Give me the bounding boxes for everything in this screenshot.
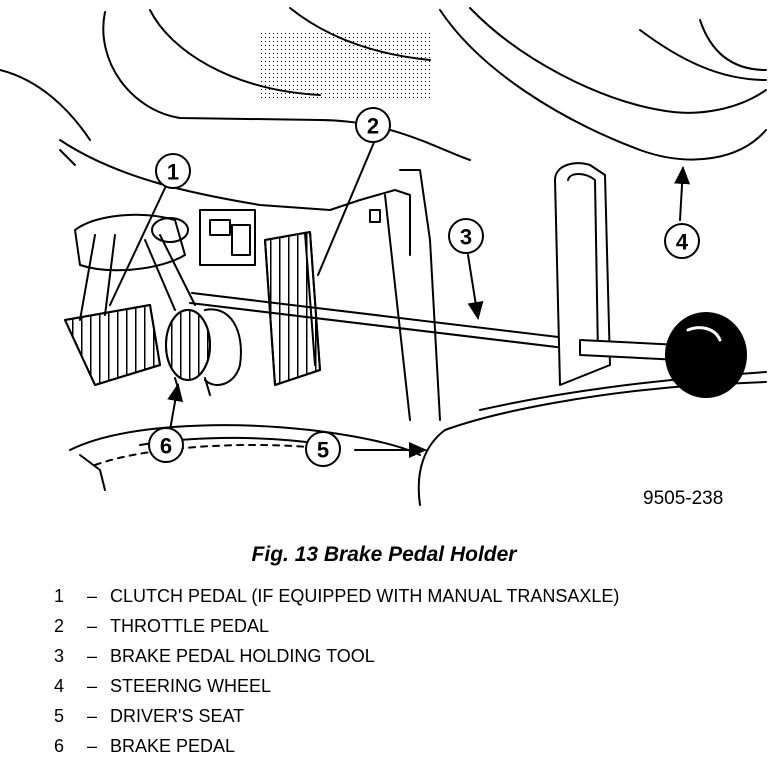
callout-1: 1 [167, 160, 179, 185]
legend-text: THROTTLE PEDAL [110, 616, 270, 636]
legend-text: BRAKE PEDAL HOLDING TOOL [110, 646, 375, 666]
legend-list: 1 – CLUTCH PEDAL (IF EQUIPPED WITH MANUA… [54, 581, 619, 761]
legend-number: 2 [54, 616, 65, 636]
legend-text: CLUTCH PEDAL (IF EQUIPPED WITH MANUAL TR… [110, 586, 620, 606]
brake-pedal-holding-tool [189, 162, 747, 398]
leader-lines [109, 139, 691, 458]
callout-2: 2 [367, 114, 379, 139]
figure-caption: Fig. 13 Brake Pedal Holder [251, 543, 517, 566]
brake-pedal-holder-illustration: 1 2 3 4 5 6 [0, 7, 767, 506]
callout-3: 3 [460, 225, 472, 250]
callout-4: 4 [676, 230, 689, 255]
legend-item: 6 – BRAKE PEDAL [54, 731, 619, 761]
legend-number: 3 [54, 646, 65, 666]
legend-number: 6 [54, 736, 65, 756]
legend-dash: – [86, 646, 97, 666]
legend-text: BRAKE PEDAL [110, 736, 236, 756]
legend-dash: – [86, 616, 97, 636]
legend-text: DRIVER'S SEAT [110, 706, 245, 726]
legend-number: 5 [54, 706, 65, 726]
legend-item: 5 – DRIVER'S SEAT [54, 701, 619, 731]
legend-dash: – [86, 736, 97, 756]
callout-6: 6 [160, 434, 172, 459]
callout-5: 5 [317, 438, 329, 463]
dashboard-outline [0, 7, 471, 211]
legend-item: 4 – STEERING WHEEL [54, 671, 619, 701]
brake-pedal [144, 234, 242, 396]
legend-item: 2 – THROTTLE PEDAL [54, 611, 619, 641]
legend-dash: – [86, 706, 97, 726]
under-dash-components [74, 169, 441, 421]
legend-item: 1 – CLUTCH PEDAL (IF EQUIPPED WITH MANUA… [54, 581, 619, 611]
legend-number: 4 [54, 676, 65, 696]
legend-dash: – [86, 676, 97, 696]
art-number: 9505-238 [643, 488, 724, 509]
legend-dash: – [86, 586, 97, 606]
callout-circles [148, 107, 700, 467]
legend-text: STEERING WHEEL [110, 676, 272, 696]
clutch-pedal [64, 234, 161, 386]
throttle-pedal [264, 231, 321, 386]
legend-number: 1 [54, 586, 65, 606]
steering-wheel [439, 7, 767, 161]
legend-item: 3 – BRAKE PEDAL HOLDING TOOL [54, 641, 619, 671]
